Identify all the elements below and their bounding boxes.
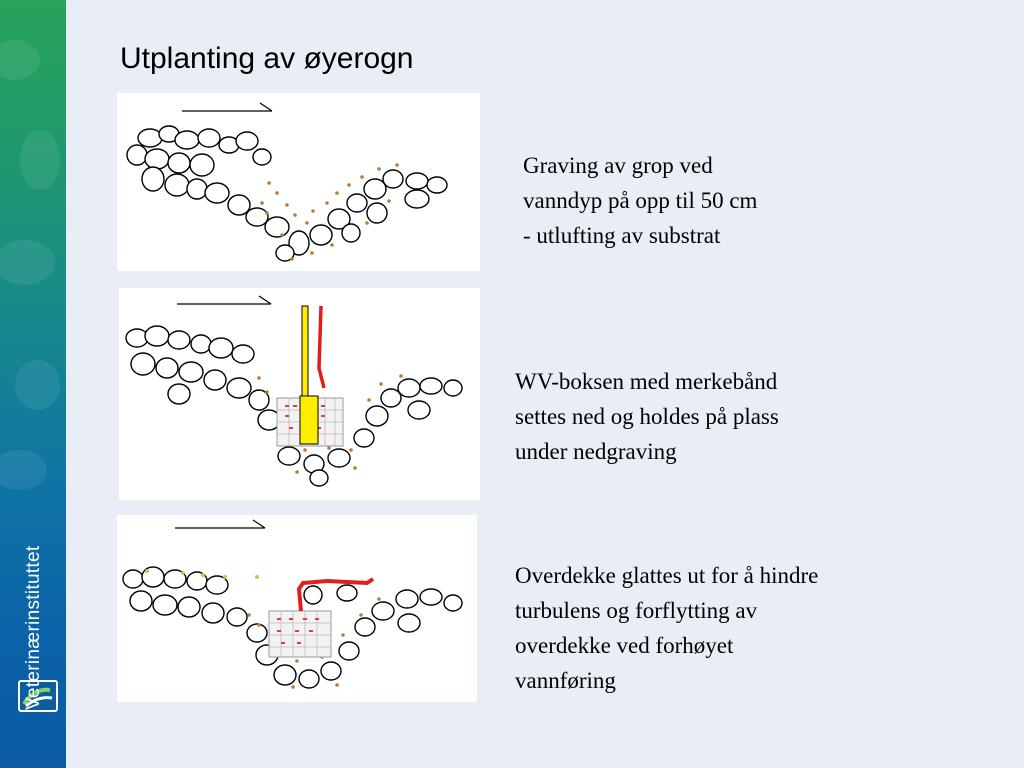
box-placement-diagram [125,295,463,487]
caption-line: Overdekke glattes ut for å hindre [515,563,819,588]
gravel-dots [260,163,399,261]
riverbed-stones [126,125,448,262]
caption-line: Graving av grop ved [523,153,713,178]
brand-name: Veterinærinstituttet [23,545,44,710]
surface-vegetation [145,569,259,579]
institute-logo-icon [18,680,58,712]
caption-line: settes ned og holdes på plass [515,404,779,429]
step-1-caption: Graving av grop ved vanndyp på opp til 5… [523,148,757,253]
caption-line: WV-boksen med merkebånd [515,369,778,394]
diagram-panel-step-2 [119,288,480,500]
step-2-caption: WV-boksen med merkebånd settes ned og ho… [515,364,779,469]
riverbed-stones [122,566,463,689]
slide-title: Utplanting av øyerogn [120,42,414,75]
caption-line: vannføring [515,668,616,693]
flow-arrow-icon [177,295,272,305]
caption-line: turbulens og forflytting av [515,598,758,623]
diagram-panel-step-3 [117,515,477,702]
marker-stick-icon [299,305,326,445]
step-3-caption: Overdekke glattes ut for å hindre turbul… [515,558,818,698]
caption-line: - utlufting av substrat [523,223,721,248]
pit-diagram [126,102,448,262]
diagram-panel-step-1 [117,93,480,271]
sidebar-band: Veterinærinstituttet [0,0,66,768]
caption-line: overdekke ved forhøyet [515,633,734,658]
caption-line: under nedgraving [515,439,677,464]
flow-arrow-icon [182,102,273,112]
covered-box-diagram [122,519,463,689]
flow-arrow-icon [175,519,266,529]
wv-box-icon [268,610,332,658]
riverbed-stones [125,325,463,487]
marker-tape-icon [296,577,375,612]
caption-line: vanndyp på opp til 50 cm [523,188,758,213]
